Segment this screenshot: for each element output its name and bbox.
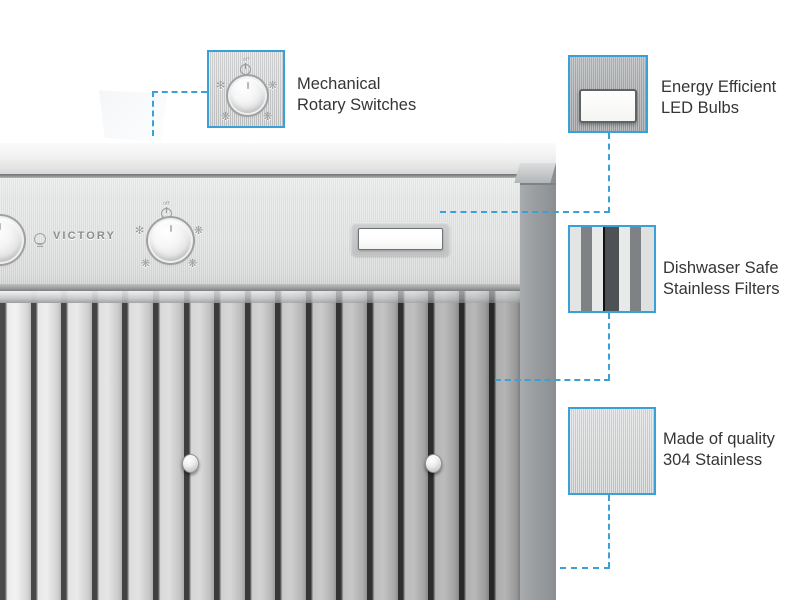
- baffle-slat-top-cap: [458, 291, 490, 303]
- baffle-slat-top-cap: [30, 291, 62, 303]
- baffle-slat-top-cap: [367, 291, 398, 303]
- connector-line-stainless-vertical: [608, 495, 610, 568]
- light-knob[interactable]: [0, 218, 22, 262]
- callout-label-line1: Dishwaser Safe: [663, 259, 779, 277]
- connector-line-filter-vertical: [608, 313, 610, 380]
- baffle-slat: [305, 291, 337, 600]
- baffle-slat: [214, 291, 245, 600]
- baffle-slat-top-cap: [122, 291, 153, 303]
- baffle-slat: [61, 291, 92, 600]
- baffle-slat: [30, 291, 62, 600]
- baffle-slat-top-cap: [336, 291, 368, 303]
- baffle-slat: [152, 291, 184, 600]
- light-knob-group: [0, 218, 38, 274]
- brand-logo-text: VICTORY: [53, 230, 116, 242]
- swatch-knob: [230, 78, 265, 113]
- connector-line-filter-horizontal: [495, 379, 610, 381]
- stainless-filter-swatch: [568, 225, 656, 313]
- led-bulb-swatch: [568, 55, 648, 133]
- hood-top-surface: [0, 143, 556, 176]
- fan-speed-knob[interactable]: [150, 220, 191, 261]
- fan-medium-icon: ❋: [141, 258, 151, 270]
- baffle-slat-top-cap: [244, 291, 276, 303]
- filter-stripe-dark: [605, 227, 619, 311]
- connector-line-stainless-horizontal: [560, 567, 610, 569]
- rotary-knob-swatch: off ✻ ❋ ❋ ❋: [207, 50, 285, 128]
- baffle-slat: [275, 291, 306, 600]
- swatch-power-symbol-icon: [240, 62, 251, 75]
- callout-label-line1: Mechanical: [297, 75, 381, 93]
- knob-indicator-tick: [246, 81, 249, 89]
- reflection-watermark: [98, 90, 168, 142]
- fan-high-icon: ❋: [194, 225, 204, 237]
- callout-label-line2: LED Bulbs: [661, 99, 739, 117]
- callout-label-line1: Energy Efficient: [661, 78, 777, 96]
- baffle-slat-top-cap: [397, 291, 429, 303]
- baffle-slat: [458, 291, 490, 600]
- swatch-steel-surface: [570, 409, 654, 493]
- power-symbol-icon: [161, 206, 172, 219]
- connector-line-led-vertical: [608, 133, 610, 213]
- filter-stripe-light: [591, 227, 603, 311]
- connector-line-led-horizontal: [440, 211, 610, 213]
- baffle-filter-bank: [0, 291, 520, 600]
- baffle-slat-top-cap: [61, 291, 92, 303]
- baffle-slat: [489, 291, 520, 600]
- baffle-slat: [367, 291, 398, 600]
- baffle-slat: [244, 291, 276, 600]
- filter-stripe-light: [570, 227, 581, 311]
- baffle-slat: [428, 291, 459, 600]
- baffle-slat-top-cap: [489, 291, 520, 303]
- swatch-fan-low-icon: ✻: [216, 80, 226, 92]
- callout-label-line2: 304 Stainless: [663, 451, 763, 469]
- baffle-slat-top-cap: [91, 291, 123, 303]
- filter-stripe-light: [641, 227, 654, 311]
- swatch-fan-boost-icon: ❋: [263, 111, 273, 123]
- baffle-slat-top-cap: [152, 291, 184, 303]
- swatch-fan-medium-icon: ❋: [221, 111, 231, 123]
- knob-indicator-tick: [169, 224, 172, 232]
- baffle-slat-top-cap: [275, 291, 306, 303]
- baffle-slat-top-cap: [428, 291, 459, 303]
- baffle-rivet: [182, 454, 199, 473]
- hood-right-side-wall: [520, 163, 556, 600]
- fan-speed-knob-group: off ✻ ❋ ❋ ❋: [135, 201, 208, 277]
- baffle-slat: [397, 291, 429, 600]
- led-light-panel[interactable]: [351, 222, 450, 256]
- hood-right-side-top-bevel: [514, 163, 556, 183]
- connector-line-rotary: [152, 91, 207, 93]
- filter-stripe-mid: [629, 227, 642, 311]
- hood-top-seam: [0, 174, 556, 178]
- filter-stripe-light: [618, 227, 630, 311]
- stainless-sheet-swatch: [568, 407, 656, 495]
- control-panel-bottom-edge: [0, 284, 520, 291]
- callout-label-line1: Made of quality: [663, 430, 775, 448]
- light-bulb-icon: [34, 233, 46, 247]
- hood-right-side-seam: [520, 183, 556, 185]
- baffle-slat-top-cap: [214, 291, 245, 303]
- baffle-slat: [122, 291, 153, 600]
- connector-line-rotary-vertical: [152, 91, 154, 136]
- baffle-slat: [0, 291, 31, 600]
- fan-low-icon: ✻: [135, 225, 145, 237]
- baffle-slat-top-cap: [183, 291, 215, 303]
- filter-stripe-mid: [580, 227, 592, 311]
- swatch-off-label: off: [243, 57, 250, 63]
- baffle-rivet: [425, 454, 442, 473]
- knob-indicator-tick: [0, 222, 1, 230]
- baffle-slat-top-cap: [305, 291, 337, 303]
- swatch-fan-high-icon: ❋: [268, 80, 278, 92]
- off-label: off: [163, 201, 170, 207]
- baffle-slat: [336, 291, 368, 600]
- callout-label-line2: Rotary Switches: [297, 96, 417, 114]
- fan-boost-icon: ❋: [188, 258, 198, 270]
- callout-label-line2: Stainless Filters: [663, 280, 780, 298]
- swatch-led-lens: [579, 89, 637, 123]
- product-photo-range-hood: [0, 143, 556, 600]
- led-light-lens: [358, 228, 443, 250]
- baffle-slat-top-cap: [0, 291, 31, 303]
- baffle-slat: [91, 291, 123, 600]
- filter-stripe-seam: [602, 227, 606, 311]
- baffle-slat: [183, 291, 215, 600]
